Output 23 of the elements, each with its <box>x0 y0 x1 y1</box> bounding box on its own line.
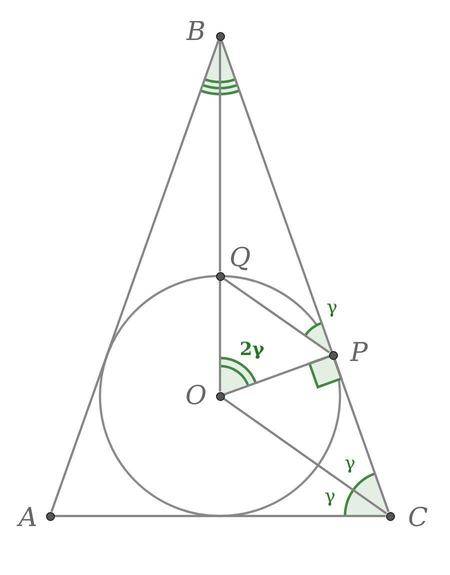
line-segment <box>224 356 330 396</box>
angle-label: 2γ <box>240 341 264 359</box>
point <box>46 512 54 520</box>
line-segment <box>220 40 390 512</box>
point-label: B <box>186 19 206 45</box>
point-label: O <box>185 383 207 409</box>
angle-label: γ <box>344 455 356 473</box>
angle-label: γ <box>326 299 338 317</box>
line-segment <box>223 398 387 514</box>
angle-label: γ <box>324 488 336 506</box>
point-label: P <box>350 340 368 366</box>
line-segment <box>50 40 220 512</box>
line-segment <box>54 514 386 518</box>
point <box>216 392 224 400</box>
line-segment <box>218 280 222 392</box>
point <box>386 512 394 520</box>
point <box>216 272 224 280</box>
line-segment <box>223 278 330 354</box>
point <box>216 32 224 40</box>
point-label: C <box>408 505 428 531</box>
point-label: Q <box>229 245 251 271</box>
line-segment <box>218 40 222 272</box>
point-label: A <box>18 505 38 531</box>
